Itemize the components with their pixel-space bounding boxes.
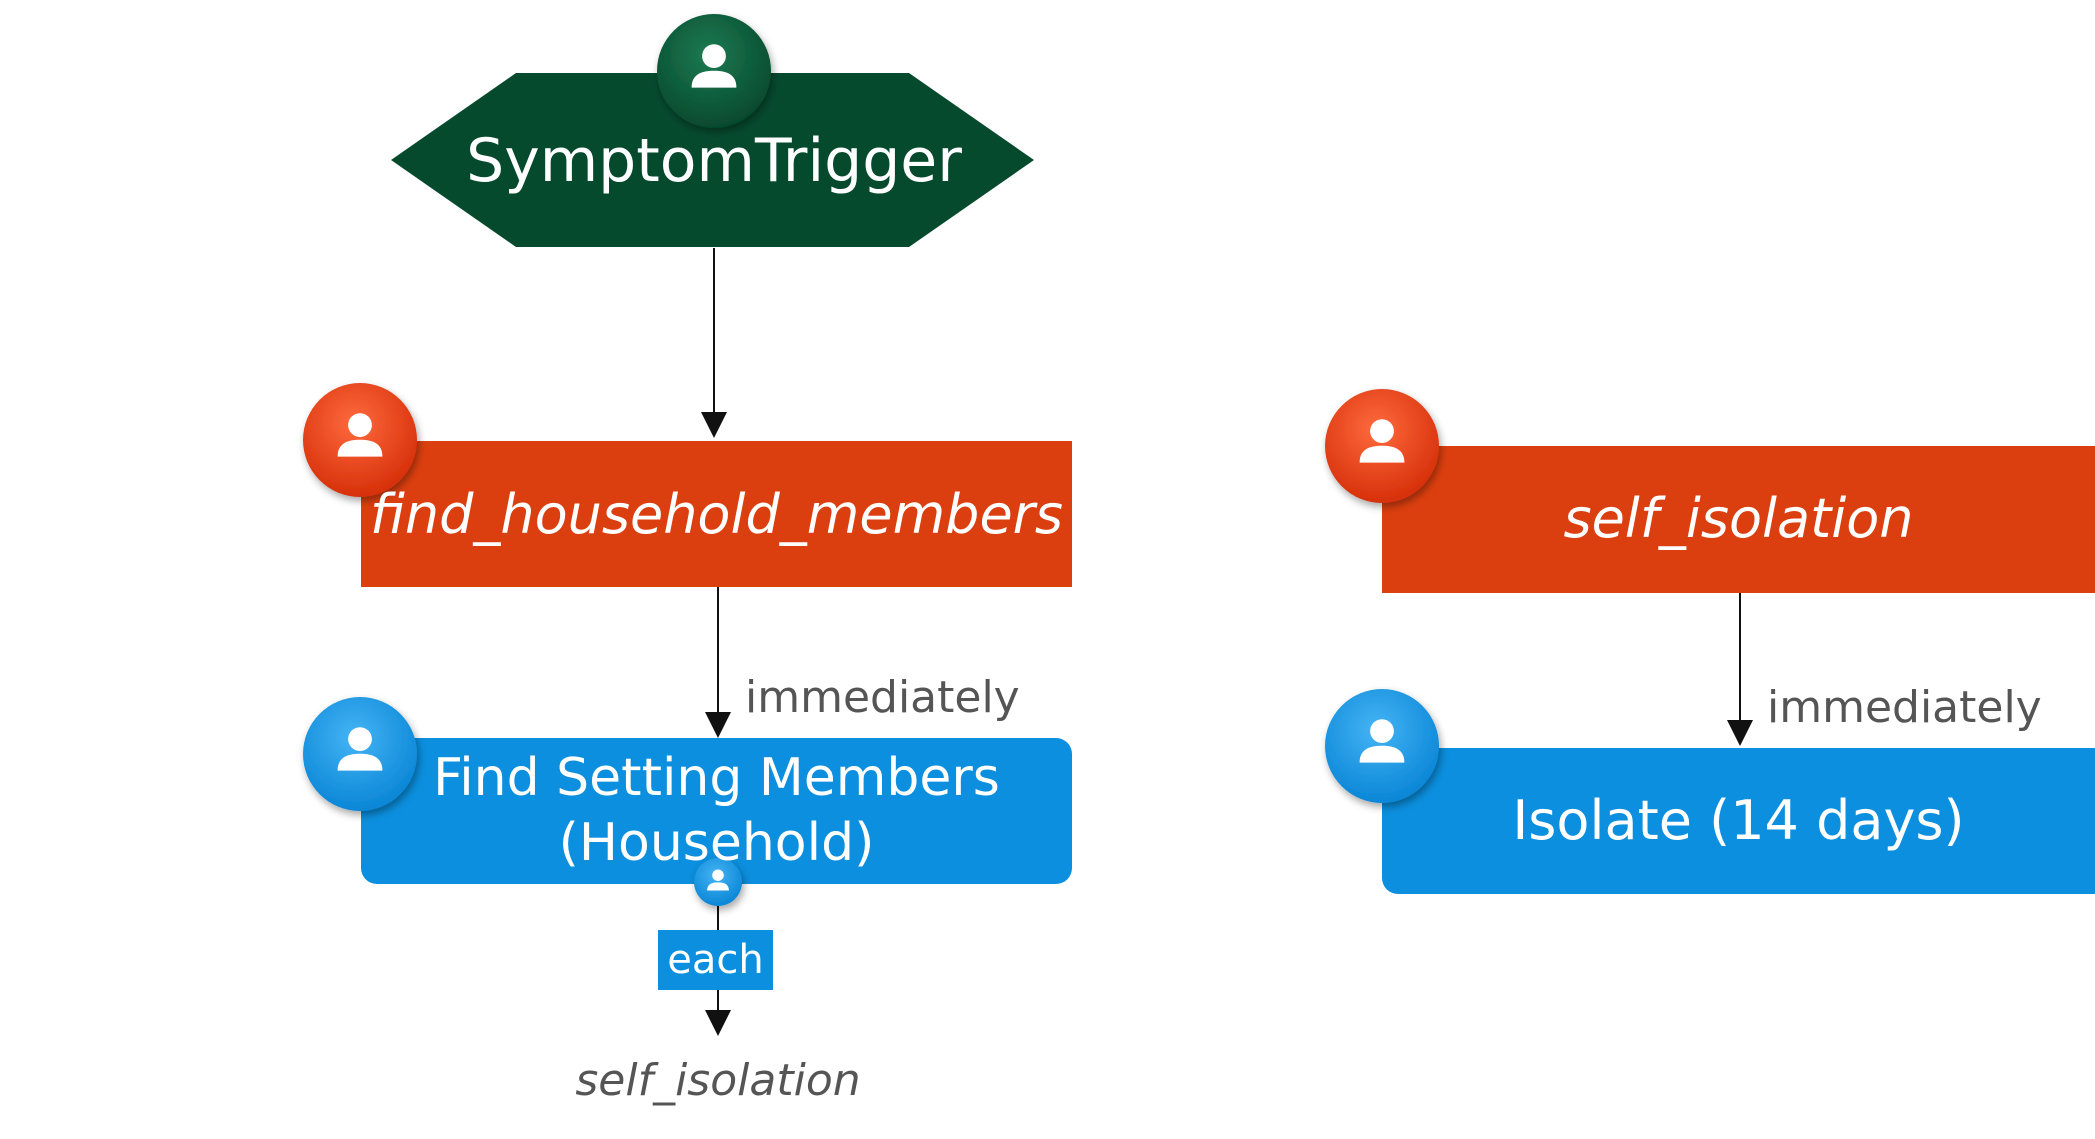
trigger-label: SymptomTrigger xyxy=(466,125,962,196)
isolate-label: Isolate (14 days) xyxy=(1512,789,1965,853)
setting-label-line2: (Household) xyxy=(558,813,875,873)
target-ref-label: self_isolation xyxy=(575,1055,861,1106)
arrowhead-setting xyxy=(705,712,731,738)
setting-node-shape xyxy=(361,738,1072,884)
right-immediately-label: immediately xyxy=(1767,682,2042,733)
arrowhead-ref xyxy=(705,1010,731,1036)
isolation-node-shape xyxy=(1382,446,2095,593)
each-label: each xyxy=(658,930,773,990)
setting-person-icon xyxy=(303,697,417,811)
isolate-node-shape xyxy=(1382,748,2095,894)
isolation-label: self_isolation xyxy=(1563,487,1914,551)
each-person-icon xyxy=(694,858,742,906)
arrowhead-isolate xyxy=(1727,720,1753,746)
household-label: find_household_members xyxy=(369,483,1064,547)
trigger-person-icon xyxy=(657,14,771,128)
setting-label-line1: Find Setting Members xyxy=(433,748,1000,808)
isolation-person-icon xyxy=(1325,389,1439,503)
household-node-shape xyxy=(361,441,1072,587)
trigger-node-shape xyxy=(391,73,1034,247)
arrowhead-household xyxy=(701,412,727,438)
setting-label: Find Setting Members (Household) xyxy=(361,742,1072,880)
left-immediately-label: immediately xyxy=(745,672,1020,723)
household-person-icon xyxy=(303,383,417,497)
isolate-person-icon xyxy=(1325,689,1439,803)
